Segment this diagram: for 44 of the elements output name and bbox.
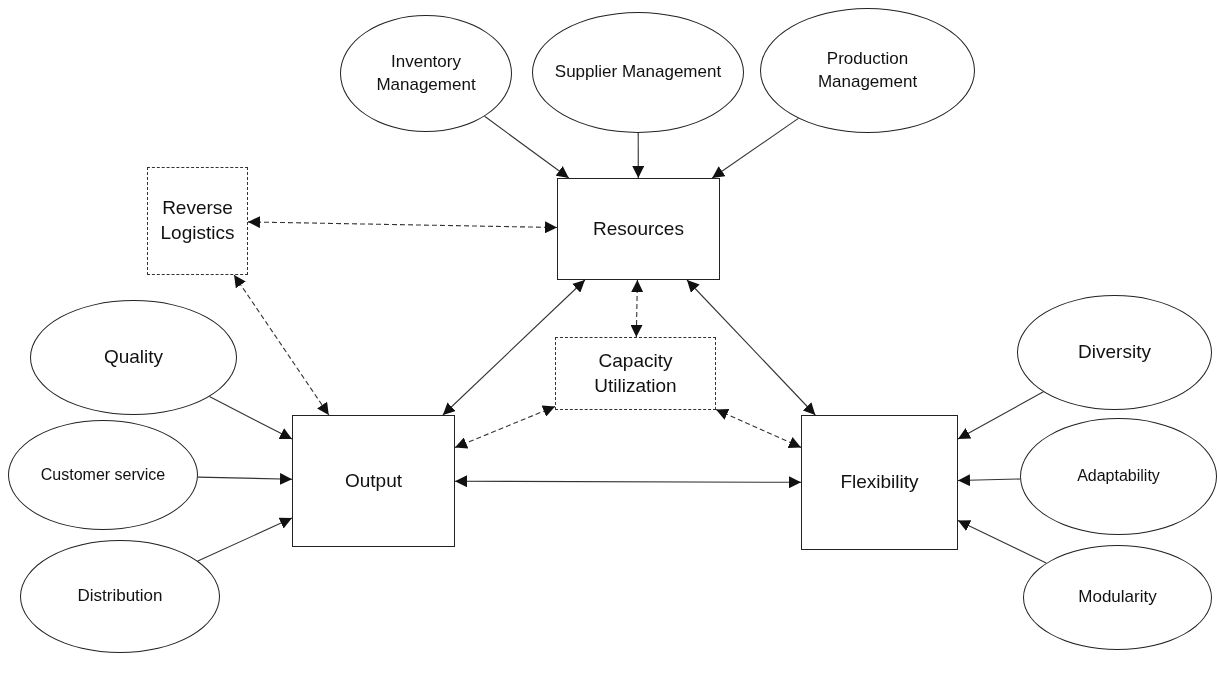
arrow [197,517,293,562]
ellipse-node [340,15,512,132]
arrow [454,475,802,489]
process-box [557,178,720,280]
node-label: Reverse Logistics [159,196,236,245]
process-box [292,415,455,547]
arrow [484,115,570,179]
ellipse-node [20,540,220,653]
node-label: Customer service [39,464,167,485]
ellipse-node [1020,418,1217,535]
node-label: Resources [592,216,685,241]
arrow [957,474,1021,487]
node-label: Supplier Management [553,61,723,84]
arrow [197,472,293,485]
dashed-arrow [715,408,802,448]
dashed-arrow [630,279,644,338]
node-label: Inventory Management [375,51,477,96]
dashed-box [147,167,248,275]
node-label: Quality [102,345,165,370]
dashed-box [555,337,716,410]
ellipse-node [760,8,975,133]
node-label: Modularity [1077,586,1158,609]
ellipse-node [532,12,744,133]
arrow [957,391,1044,440]
node-label: Capacity Utilization [593,348,678,398]
dashed-arrow [233,274,330,416]
arrow [686,279,816,416]
ellipse-node [1017,295,1212,410]
arrow [208,396,293,440]
dashed-arrow [454,405,556,449]
dashed-arrow [247,216,558,234]
node-label: Production Management [816,48,919,93]
ellipse-node [30,300,237,415]
arrow [442,279,586,416]
ellipse-node [1023,545,1212,650]
node-label: Flexibility [839,470,920,495]
arrow [957,519,1047,564]
node-label: Output [343,468,403,493]
node-label: Distribution [76,585,164,608]
arrow [632,132,645,179]
process-box [801,415,958,550]
node-label: Diversity [1077,340,1152,365]
arrow [711,117,799,179]
node-label: Adaptability [1076,466,1161,487]
